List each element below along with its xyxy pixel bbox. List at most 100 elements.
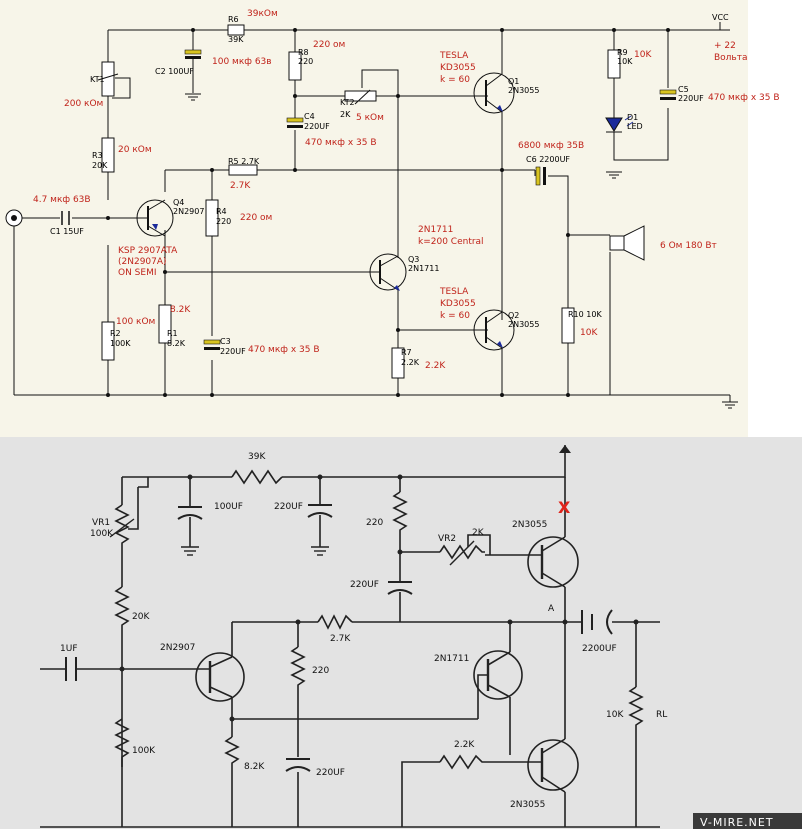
q1-transistor [473,72,515,114]
bottom-transistors [188,536,579,793]
c5-ref: C5 [678,85,689,94]
c-220uf-top-capacitor [307,504,333,518]
lbl-2n1711: 2N1711 [434,654,469,664]
lbl-2n2907: 2N2907 [160,643,195,653]
q1-note-l1: TESLA [439,51,469,61]
lbl-node-a: A [548,604,555,614]
q3-val: 2N1711 [408,264,439,273]
q4-note: KSP 2907ATA (2N2907A) ON SEMI [118,246,180,278]
bottom-resistors [114,469,644,770]
r5-resistor [228,164,258,176]
lbl-39k: 39K [248,452,266,462]
c4-ref: C4 [304,112,315,121]
lbl-1uf: 1UF [60,644,78,654]
c2-capacitor [184,49,202,59]
r1-val: 8.2K [167,339,186,348]
q4-val: 2N2907 [173,207,204,216]
r1-resistor [158,304,172,344]
q2-ref: Q2 [508,311,519,320]
top-arrow-icon [559,445,571,453]
c1-capacitor [61,211,70,225]
r1-note: 8.2K [170,305,191,315]
top-schematic-panel: VCC R6 39K R8 220 C2 100UF KT1 KT2 2K C4… [0,0,780,437]
r8-val: 220 [298,57,313,66]
led-icon [605,115,634,133]
vr1-wiper-icon [109,518,135,538]
lbl-220-b: 220 [312,666,329,676]
paper-bg [0,437,802,829]
c-100uf-capacitor [177,506,203,520]
t-2n3055-bot-transistor [527,738,579,793]
q4-note-l3: ON SEMI [118,268,157,278]
q4-note-l2: (2N2907A) [118,257,167,267]
r5-note: 2.7K [230,181,251,191]
r10-ref: R10 10K [568,310,602,319]
c2-ref: C2 100UF [155,67,194,76]
q1-note-l2: KD3055 [440,63,476,73]
lbl-vr2: VR2 [438,534,456,544]
q2-note-l3: k = 60 [440,311,470,321]
bottom-schematic-panel: 39K 100UF 220UF VR1 100K 20K 1UF 100K 2N… [0,437,802,829]
kt2-wiper-icon [354,89,371,105]
q3-note-l1: 2N1711 [418,225,453,235]
watermark-bg [693,813,802,829]
c3-ref: C3 [220,337,231,346]
supply-note-l2: Вольта [714,53,748,63]
q1-val: 2N3055 [508,86,539,95]
r-8-2k-resistor [224,736,240,767]
supply-note: + 22 Вольта [714,41,748,63]
vr1-pot [114,504,130,547]
lbl-100uf: 100UF [214,502,243,512]
q4-ref: Q4 [173,198,184,207]
r4-resistor [205,199,219,237]
r3-val: 20K [92,161,108,170]
lbl-2-7k: 2.7K [330,634,351,644]
mark-x: X [558,498,571,517]
lbl-2-2k: 2.2K [454,740,475,750]
vcc-label: VCC [712,13,729,22]
lbl-220uf-top: 220UF [274,502,303,512]
lbl-20k: 20K [132,612,150,622]
q2-note: TESLA KD3055 k = 60 [439,287,479,321]
t-2n2907-transistor [188,652,245,702]
c6-capacitor [535,166,546,186]
r7-val: 2.2K [401,358,420,367]
t-2n3055-top-transistor [527,536,579,588]
lbl-8-2k: 8.2K [244,762,265,772]
r8-note: 220 ом [313,40,345,50]
c-220uf-bot-capacitor [285,758,311,772]
bottom-junction-dots [119,474,639,722]
bottom-schematic: 39K 100UF 220UF VR1 100K 20K 1UF 100K 2N… [0,437,802,829]
lbl-220-a: 220 [366,518,383,528]
lbl-100k: 100K [132,746,156,756]
c-1uf-capacitor [65,657,77,681]
r4-note: 220 ом [240,213,272,223]
q3-note: 2N1711 k=200 Central [418,225,484,247]
lbl-220uf-bot: 220UF [316,768,345,778]
r2-resistor [101,321,115,361]
c3-capacitor [203,339,221,350]
c5-note: 470 мкф х 35 В [708,93,780,103]
r-2-2k-resistor [439,754,485,770]
d1-ref: D1 [627,113,638,122]
r9-resistor [607,49,621,79]
q1-ref: Q1 [508,77,519,86]
r1-ref: R1 [167,329,178,338]
c-220uf-mid-capacitor [387,581,413,595]
q3-ref: Q3 [408,255,419,264]
r3-note: 20 кОм [118,145,152,155]
r2-note: 100 кОм [116,317,155,327]
c3-note: 470 мкф х 35 В [248,345,320,355]
r2-ref: R2 [110,329,121,338]
kt2-val: 2K [340,110,351,119]
r5-ref: R5 2.7K [228,157,260,166]
c-2200uf-capacitor [581,609,613,635]
top-capacitors [61,49,677,350]
c6-ref: C6 2200UF [526,155,570,164]
r4-ref: R4 [216,207,227,216]
kt2-ref: KT2 [340,98,355,107]
lbl-vr1-l2: 100K [90,529,114,539]
lbl-2n3055-bot: 2N3055 [510,800,545,810]
q3-transistor [369,253,407,291]
kt1-wiper-icon [97,73,119,81]
